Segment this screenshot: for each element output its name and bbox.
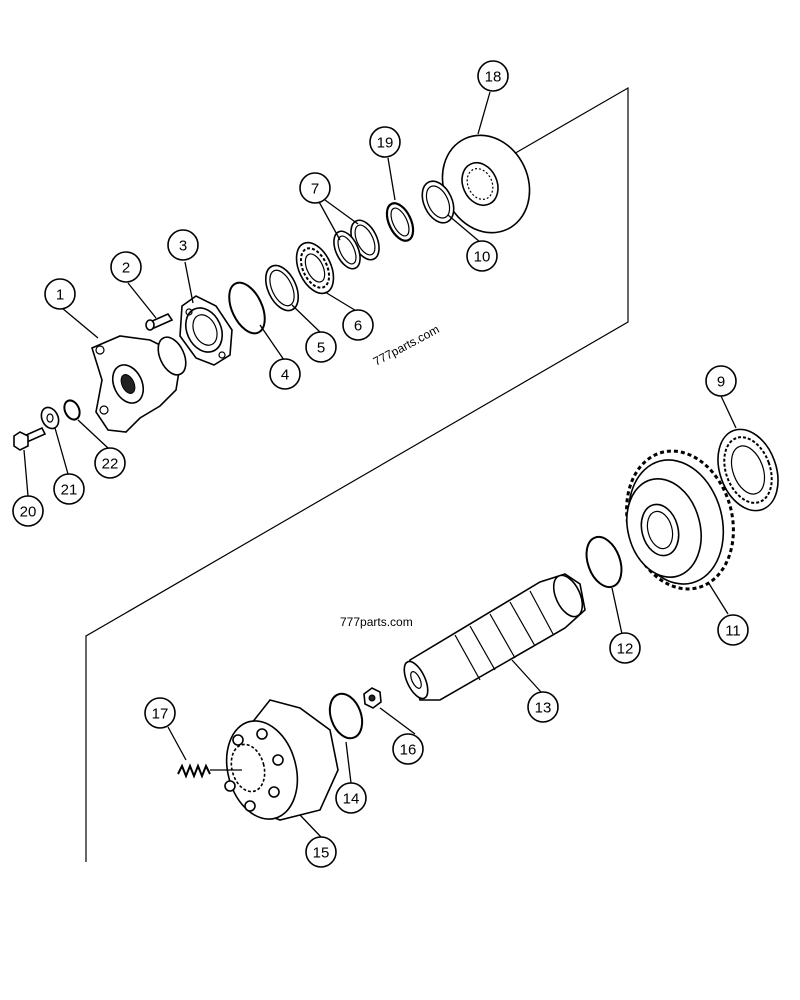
leader-lines (23, 91, 737, 838)
callout-21[interactable]: 21 (53, 473, 85, 505)
part-17-spring[interactable] (177, 763, 242, 779)
callout-label: 21 (61, 482, 78, 499)
callout-15[interactable]: 15 (305, 836, 337, 868)
callout-17[interactable]: 17 (144, 697, 176, 729)
part-1-yoke[interactable] (91, 333, 191, 433)
callout-label: 17 (152, 706, 169, 723)
callout-label: 6 (354, 318, 362, 335)
callout-11[interactable]: 11 (717, 614, 749, 646)
callout-label: 12 (617, 641, 634, 658)
callout-label: 9 (717, 374, 725, 391)
callout-4[interactable]: 4 (269, 358, 301, 390)
callout-2[interactable]: 2 (110, 251, 142, 283)
part-13-shaft[interactable] (399, 571, 588, 702)
callout-label: 13 (535, 700, 552, 717)
part-4-o-ring[interactable] (222, 277, 272, 339)
part-10-ring[interactable] (416, 176, 460, 228)
callout-9[interactable]: 9 (705, 365, 737, 397)
callout-label: 18 (485, 69, 502, 86)
callout-label: 1 (56, 287, 64, 304)
part-11-gear[interactable] (612, 439, 749, 601)
watermark: 777parts.com (371, 322, 442, 368)
callout-6[interactable]: 6 (342, 309, 374, 341)
callout-label: 19 (377, 135, 394, 152)
part-16-nut[interactable] (363, 687, 382, 709)
callout-label: 4 (281, 367, 289, 384)
callout-7[interactable]: 7 (299, 172, 331, 204)
callout-3[interactable]: 3 (167, 229, 199, 261)
callout-label: 7 (311, 181, 319, 198)
callout-1[interactable]: 1 (44, 278, 76, 310)
part-7-bearing-races[interactable] (329, 216, 385, 273)
callout-label: 22 (102, 456, 119, 473)
callout-20[interactable]: 20 (12, 495, 44, 527)
part-2-bolt[interactable] (145, 312, 174, 331)
callout-label: 14 (343, 791, 360, 808)
part-3-flange-housing[interactable] (179, 295, 233, 366)
callout-label: 11 (725, 623, 741, 640)
part-9-bearing[interactable] (707, 421, 788, 519)
callout-12[interactable]: 12 (609, 632, 641, 664)
callout-label: 15 (313, 845, 330, 862)
part-15-cylinder-block[interactable] (216, 699, 339, 827)
callout-label: 2 (122, 260, 130, 277)
callout-22[interactable]: 22 (94, 447, 126, 479)
part-12-snap-ring[interactable] (580, 532, 628, 592)
part-21-washer[interactable] (38, 405, 62, 432)
part-22-o-ring[interactable] (61, 398, 82, 422)
callout-label: 5 (317, 340, 325, 357)
watermark: 777parts.com (340, 615, 413, 629)
callout-5[interactable]: 5 (305, 331, 337, 363)
callout-14[interactable]: 14 (335, 782, 367, 814)
callout-16[interactable]: 16 (392, 733, 424, 765)
part-19-snap-ring[interactable] (382, 199, 419, 245)
part-18-thrust-plate[interactable] (427, 121, 545, 247)
callout-label: 10 (474, 249, 491, 266)
callout-label: 3 (179, 238, 187, 255)
part-14-o-ring[interactable] (324, 689, 368, 742)
callout-18[interactable]: 18 (477, 60, 509, 92)
callout-label: 16 (400, 742, 417, 759)
callout-10[interactable]: 10 (466, 240, 498, 272)
callout-13[interactable]: 13 (527, 691, 559, 723)
callout-19[interactable]: 19 (369, 126, 401, 158)
part-20-bolt[interactable] (13, 426, 47, 451)
assembly-outline (85, 86, 629, 862)
callout-label: 20 (20, 504, 37, 521)
part-5-seal[interactable] (259, 260, 305, 315)
